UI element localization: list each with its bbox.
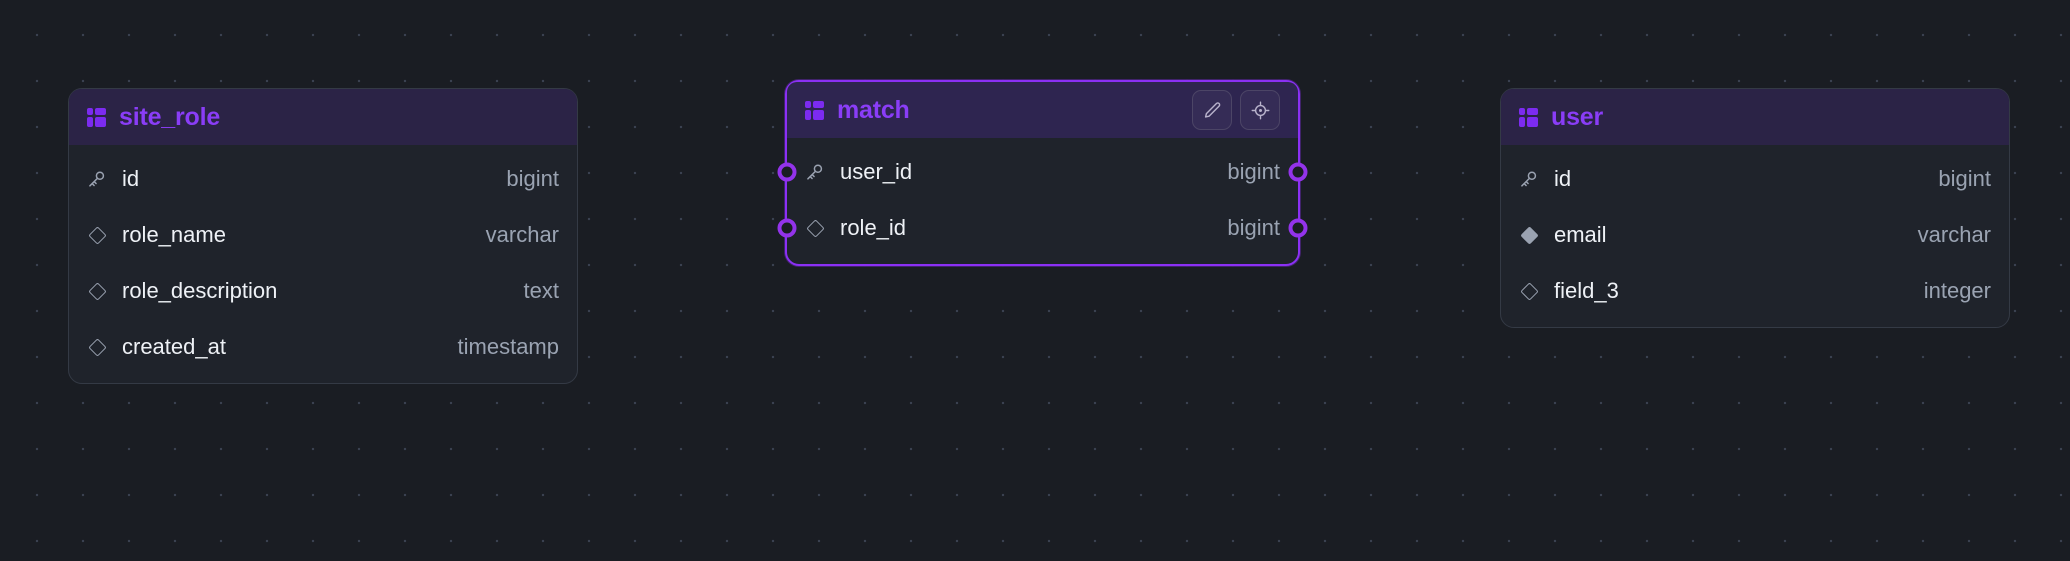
- field-name: email: [1554, 222, 1607, 247]
- field-row[interactable]: user_id bigint: [777, 144, 1308, 200]
- field-type: bigint: [1227, 215, 1280, 240]
- table-header-user[interactable]: user: [1501, 89, 2009, 145]
- connection-port-right[interactable]: [1288, 162, 1308, 182]
- field-type: varchar: [1917, 222, 1991, 247]
- focus-table-button[interactable]: [1240, 90, 1280, 130]
- table-fields: id bigint email varchar field_3 integer: [1501, 145, 2009, 327]
- field-row[interactable]: id bigint: [69, 151, 577, 207]
- table-name-label: match: [837, 95, 910, 124]
- diamond-outline-icon: [87, 225, 107, 245]
- field-type: integer: [1923, 278, 1991, 303]
- table-fields: id bigint role_name varchar role_description…: [69, 145, 577, 383]
- table-header-site_role[interactable]: site_role: [69, 89, 577, 145]
- field-name: id: [122, 166, 140, 191]
- field-name: role_id: [840, 215, 907, 240]
- diamond-outline-icon: [1519, 281, 1539, 301]
- crosshair-icon: [1251, 101, 1270, 120]
- field-row[interactable]: email varchar: [1501, 207, 2009, 263]
- field-type: varchar: [485, 222, 559, 247]
- field-row[interactable]: role_name varchar: [69, 207, 577, 263]
- table-header-actions: [1192, 90, 1280, 130]
- field-type: bigint: [1227, 159, 1280, 184]
- diamond-filled-icon: [1519, 225, 1539, 245]
- table-name-label: site_role: [119, 102, 221, 131]
- primary-key-icon: [87, 169, 107, 189]
- table-grid-icon: [1519, 107, 1538, 127]
- field-row[interactable]: id bigint: [1501, 151, 2009, 207]
- field-name: role_description: [122, 278, 278, 303]
- field-name: created_at: [122, 334, 226, 359]
- connection-port-right[interactable]: [1288, 218, 1308, 238]
- diamond-outline-icon: [87, 281, 107, 301]
- field-name: user_id: [840, 159, 913, 184]
- table-grid-icon: [805, 100, 824, 120]
- field-type: bigint: [506, 166, 559, 191]
- table-name-label: user: [1551, 102, 1604, 131]
- field-name: id: [1554, 166, 1572, 191]
- field-name: role_name: [122, 222, 226, 247]
- field-type: timestamp: [457, 334, 559, 359]
- connection-port-left[interactable]: [777, 162, 797, 182]
- field-row[interactable]: created_at timestamp: [69, 319, 577, 375]
- pencil-icon: [1203, 101, 1222, 120]
- field-type: bigint: [1938, 166, 1991, 191]
- table-node-user[interactable]: user id bigint email varchar field_3 integer: [1500, 88, 2010, 328]
- table-header-match[interactable]: match: [787, 82, 1298, 138]
- connection-port-left[interactable]: [777, 218, 797, 238]
- field-name: field_3: [1554, 278, 1619, 303]
- field-row[interactable]: role_id bigint: [777, 200, 1308, 256]
- diamond-outline-icon: [805, 218, 825, 238]
- primary-key-icon: [1519, 169, 1539, 189]
- edit-table-button[interactable]: [1192, 90, 1232, 130]
- field-type: text: [523, 278, 559, 303]
- diamond-outline-icon: [87, 337, 107, 357]
- primary-key-icon: [805, 162, 825, 182]
- field-row[interactable]: role_description text: [69, 263, 577, 319]
- table-grid-icon: [87, 107, 106, 127]
- field-row[interactable]: field_3 integer: [1501, 263, 2009, 319]
